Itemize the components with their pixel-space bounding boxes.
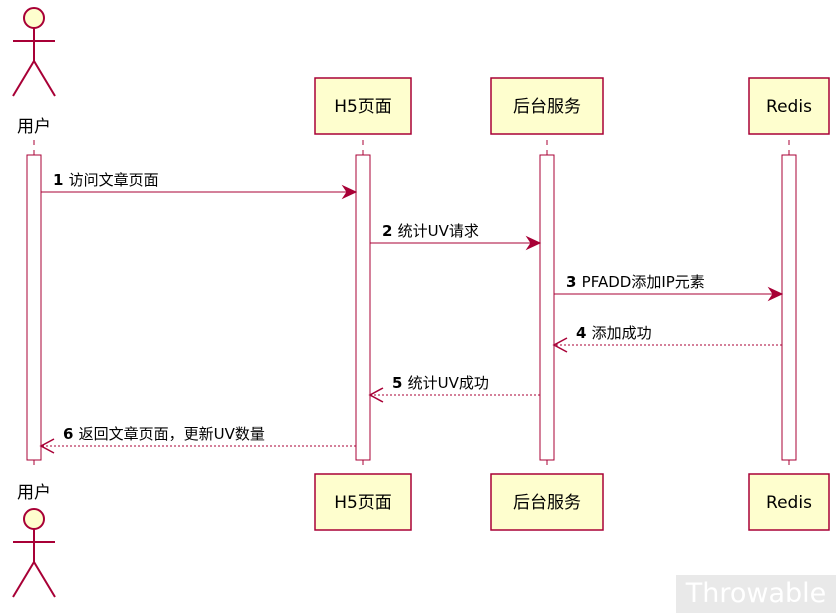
- actor-user-bottom-left-leg: [12, 561, 35, 598]
- actor-user-bottom-head: [23, 508, 45, 530]
- participant-label-h5-bottom: H5页面: [334, 493, 392, 513]
- message-5-label: 5 统计UV成功: [392, 374, 489, 392]
- participant-label-h5-top: H5页面: [334, 97, 392, 117]
- participant-box-h5-bottom: [314, 473, 412, 531]
- actor-user-top-right-leg: [33, 60, 56, 97]
- message-2-label: 2 统计UV请求: [382, 222, 479, 240]
- watermark: Throwable: [676, 575, 836, 613]
- message-3-label: 3 PFADD添加IP元素: [566, 273, 705, 291]
- actor-label-bottom: 用户: [17, 483, 51, 503]
- activation-bar-redis: [781, 154, 797, 461]
- actor-user-top-head: [23, 7, 45, 29]
- participant-box-h5-top: [314, 77, 412, 135]
- participant-box-backend-bottom: [490, 473, 604, 531]
- message-2-arrowhead: [525, 235, 542, 251]
- message-5-text: 统计UV成功: [408, 374, 489, 392]
- message-3-text: PFADD添加IP元素: [582, 273, 705, 291]
- message-4-label: 4 添加成功: [576, 324, 652, 342]
- message-1-arrowhead: [341, 184, 358, 200]
- message-6-label: 6 返回文章页面，更新UV数量: [63, 425, 265, 443]
- message-1-label: 1 访问文章页面: [53, 171, 159, 189]
- message-5-arrowhead: [368, 387, 384, 403]
- message-3-arrowhead: [767, 286, 784, 302]
- message-6-text: 返回文章页面，更新UV数量: [79, 425, 265, 443]
- participant-box-redis-bottom: [748, 473, 830, 531]
- message-4-number: 4: [576, 324, 592, 342]
- participant-label-redis-bottom: Redis: [766, 493, 812, 513]
- message-5-number: 5: [392, 374, 408, 392]
- participant-label-backend-top: 后台服务: [513, 97, 581, 117]
- message-2-text: 统计UV请求: [398, 222, 479, 240]
- message-1-number: 1: [53, 171, 69, 189]
- participant-box-redis-top: [748, 77, 830, 135]
- message-6-number: 6: [63, 425, 79, 443]
- message-6-arrowhead: [39, 438, 55, 454]
- actor-label-top: 用户: [17, 117, 51, 137]
- activation-bar-h5: [355, 154, 371, 461]
- actor-user-bottom-right-leg: [33, 561, 56, 598]
- participant-box-backend-top: [490, 77, 604, 135]
- participant-label-backend-bottom: 后台服务: [513, 493, 581, 513]
- activation-bar-user: [26, 154, 42, 461]
- message-2-number: 2: [382, 222, 398, 240]
- message-3-number: 3: [566, 273, 582, 291]
- activation-bar-backend: [539, 154, 555, 461]
- message-1-text: 访问文章页面: [69, 171, 159, 189]
- participant-label-redis-top: Redis: [766, 97, 812, 117]
- message-4-arrowhead: [552, 337, 568, 353]
- message-4-text: 添加成功: [592, 324, 652, 342]
- actor-user-top-left-leg: [12, 60, 35, 97]
